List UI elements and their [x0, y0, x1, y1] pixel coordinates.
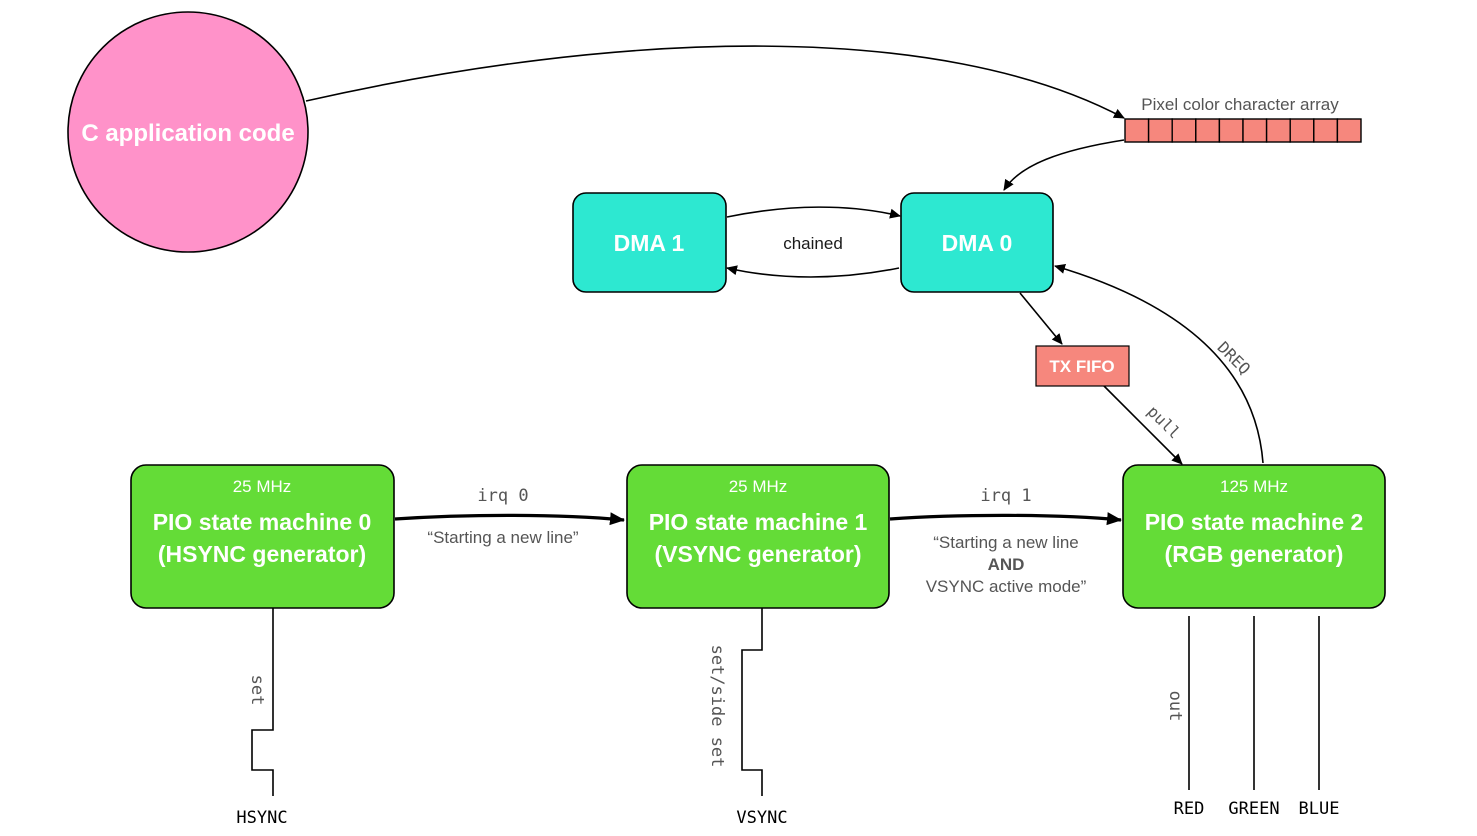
pixel-array-cell: [1147, 118, 1173, 143]
pixel-array-cell: [1171, 118, 1197, 143]
pixel-array-cell: [1313, 118, 1339, 143]
vsync-waveform: [741, 608, 763, 796]
pixel-array-cell: [1218, 118, 1244, 143]
sm2-output-label: out: [1165, 691, 1185, 722]
sm0-output-label: set: [247, 675, 267, 706]
dma0-node: DMA 0: [900, 192, 1054, 293]
pixel-array-cells: [1124, 118, 1362, 143]
app-node: C application code: [67, 11, 309, 253]
sm2-title: PIO state machine 2: [1145, 509, 1364, 535]
dma0-to-dma1-connector: [726, 265, 900, 278]
sm1-title: PIO state machine 1: [649, 509, 868, 535]
dma1-node: DMA 1: [572, 192, 727, 293]
dma0-to-fifo-connector: [1019, 292, 1063, 345]
tx-fifo-box: [1035, 345, 1130, 387]
vsync-signal: VSYNC: [736, 808, 787, 828]
pixel-array-label: Pixel color character array: [1141, 95, 1339, 114]
pull-label: pull: [1144, 402, 1185, 443]
pixel-array-cell: [1336, 118, 1362, 143]
sm0-subtitle: (HSYNC generator): [158, 541, 366, 567]
sm2-box: [1122, 464, 1386, 609]
irq1-label: irq 1: [980, 486, 1031, 506]
sm0-node: 25 MHz PIO state machine 0 (HSYNC genera…: [130, 464, 395, 609]
app-to-array-connector: [305, 45, 1125, 119]
sm2-node: 125 MHz PIO state machine 2 (RGB generat…: [1122, 464, 1386, 609]
blue-signal: BLUE: [1299, 799, 1340, 819]
fifo-to-sm2-connector: [1103, 385, 1183, 465]
dma1-box: [572, 192, 727, 293]
red-signal: RED: [1174, 799, 1205, 819]
pixel-array-cell: [1195, 118, 1221, 143]
app-label: C application code: [81, 120, 294, 147]
irq0-label: irq 0: [477, 486, 528, 506]
irq1-desc-line1: “Starting a new line: [933, 533, 1079, 552]
pixel-array-cell: [1124, 118, 1150, 143]
sm0-title: PIO state machine 0: [153, 509, 372, 535]
sm1-node: 25 MHz PIO state machine 1 (VSYNC genera…: [626, 464, 890, 609]
irq1-desc-line3: VSYNC active mode”: [926, 577, 1087, 596]
sm1-output-label: set/side set: [707, 645, 727, 768]
sm2-subtitle: (RGB generator): [1165, 541, 1344, 567]
chained-label: chained: [783, 234, 843, 253]
irq0-connector: [394, 512, 625, 526]
pixel-array-cell: [1289, 118, 1315, 143]
sm1-subtitle: (VSYNC generator): [654, 541, 861, 567]
dma1-label: DMA 1: [614, 230, 685, 256]
green-signal: GREEN: [1228, 799, 1279, 819]
dma0-label: DMA 0: [942, 230, 1013, 256]
pixel-array-node: Pixel color character array: [1124, 95, 1362, 143]
irq0-desc: “Starting a new line”: [427, 528, 579, 547]
pixel-array-cell: [1265, 118, 1291, 143]
sm0-box: [130, 464, 395, 609]
dma1-to-dma0-connector: [726, 206, 901, 219]
hsync-waveform: [251, 608, 274, 796]
dma0-box: [900, 192, 1054, 293]
sm1-box: [626, 464, 890, 609]
sm1-freq: 25 MHz: [729, 477, 788, 496]
array-to-dma0-connector: [1003, 139, 1125, 191]
app-circle: [67, 11, 309, 253]
hsync-signal: HSYNC: [236, 808, 287, 828]
sm0-freq: 25 MHz: [233, 477, 292, 496]
sm2-freq: 125 MHz: [1220, 477, 1288, 496]
tx-fifo-label: TX FIFO: [1049, 357, 1114, 376]
pixel-array-cell: [1242, 118, 1268, 143]
sm2-to-dma0-connector: [1054, 264, 1264, 464]
irq1-desc-line2: AND: [988, 555, 1025, 574]
tx-fifo-node: TX FIFO: [1035, 345, 1130, 387]
irq1-connector: [889, 512, 1122, 526]
